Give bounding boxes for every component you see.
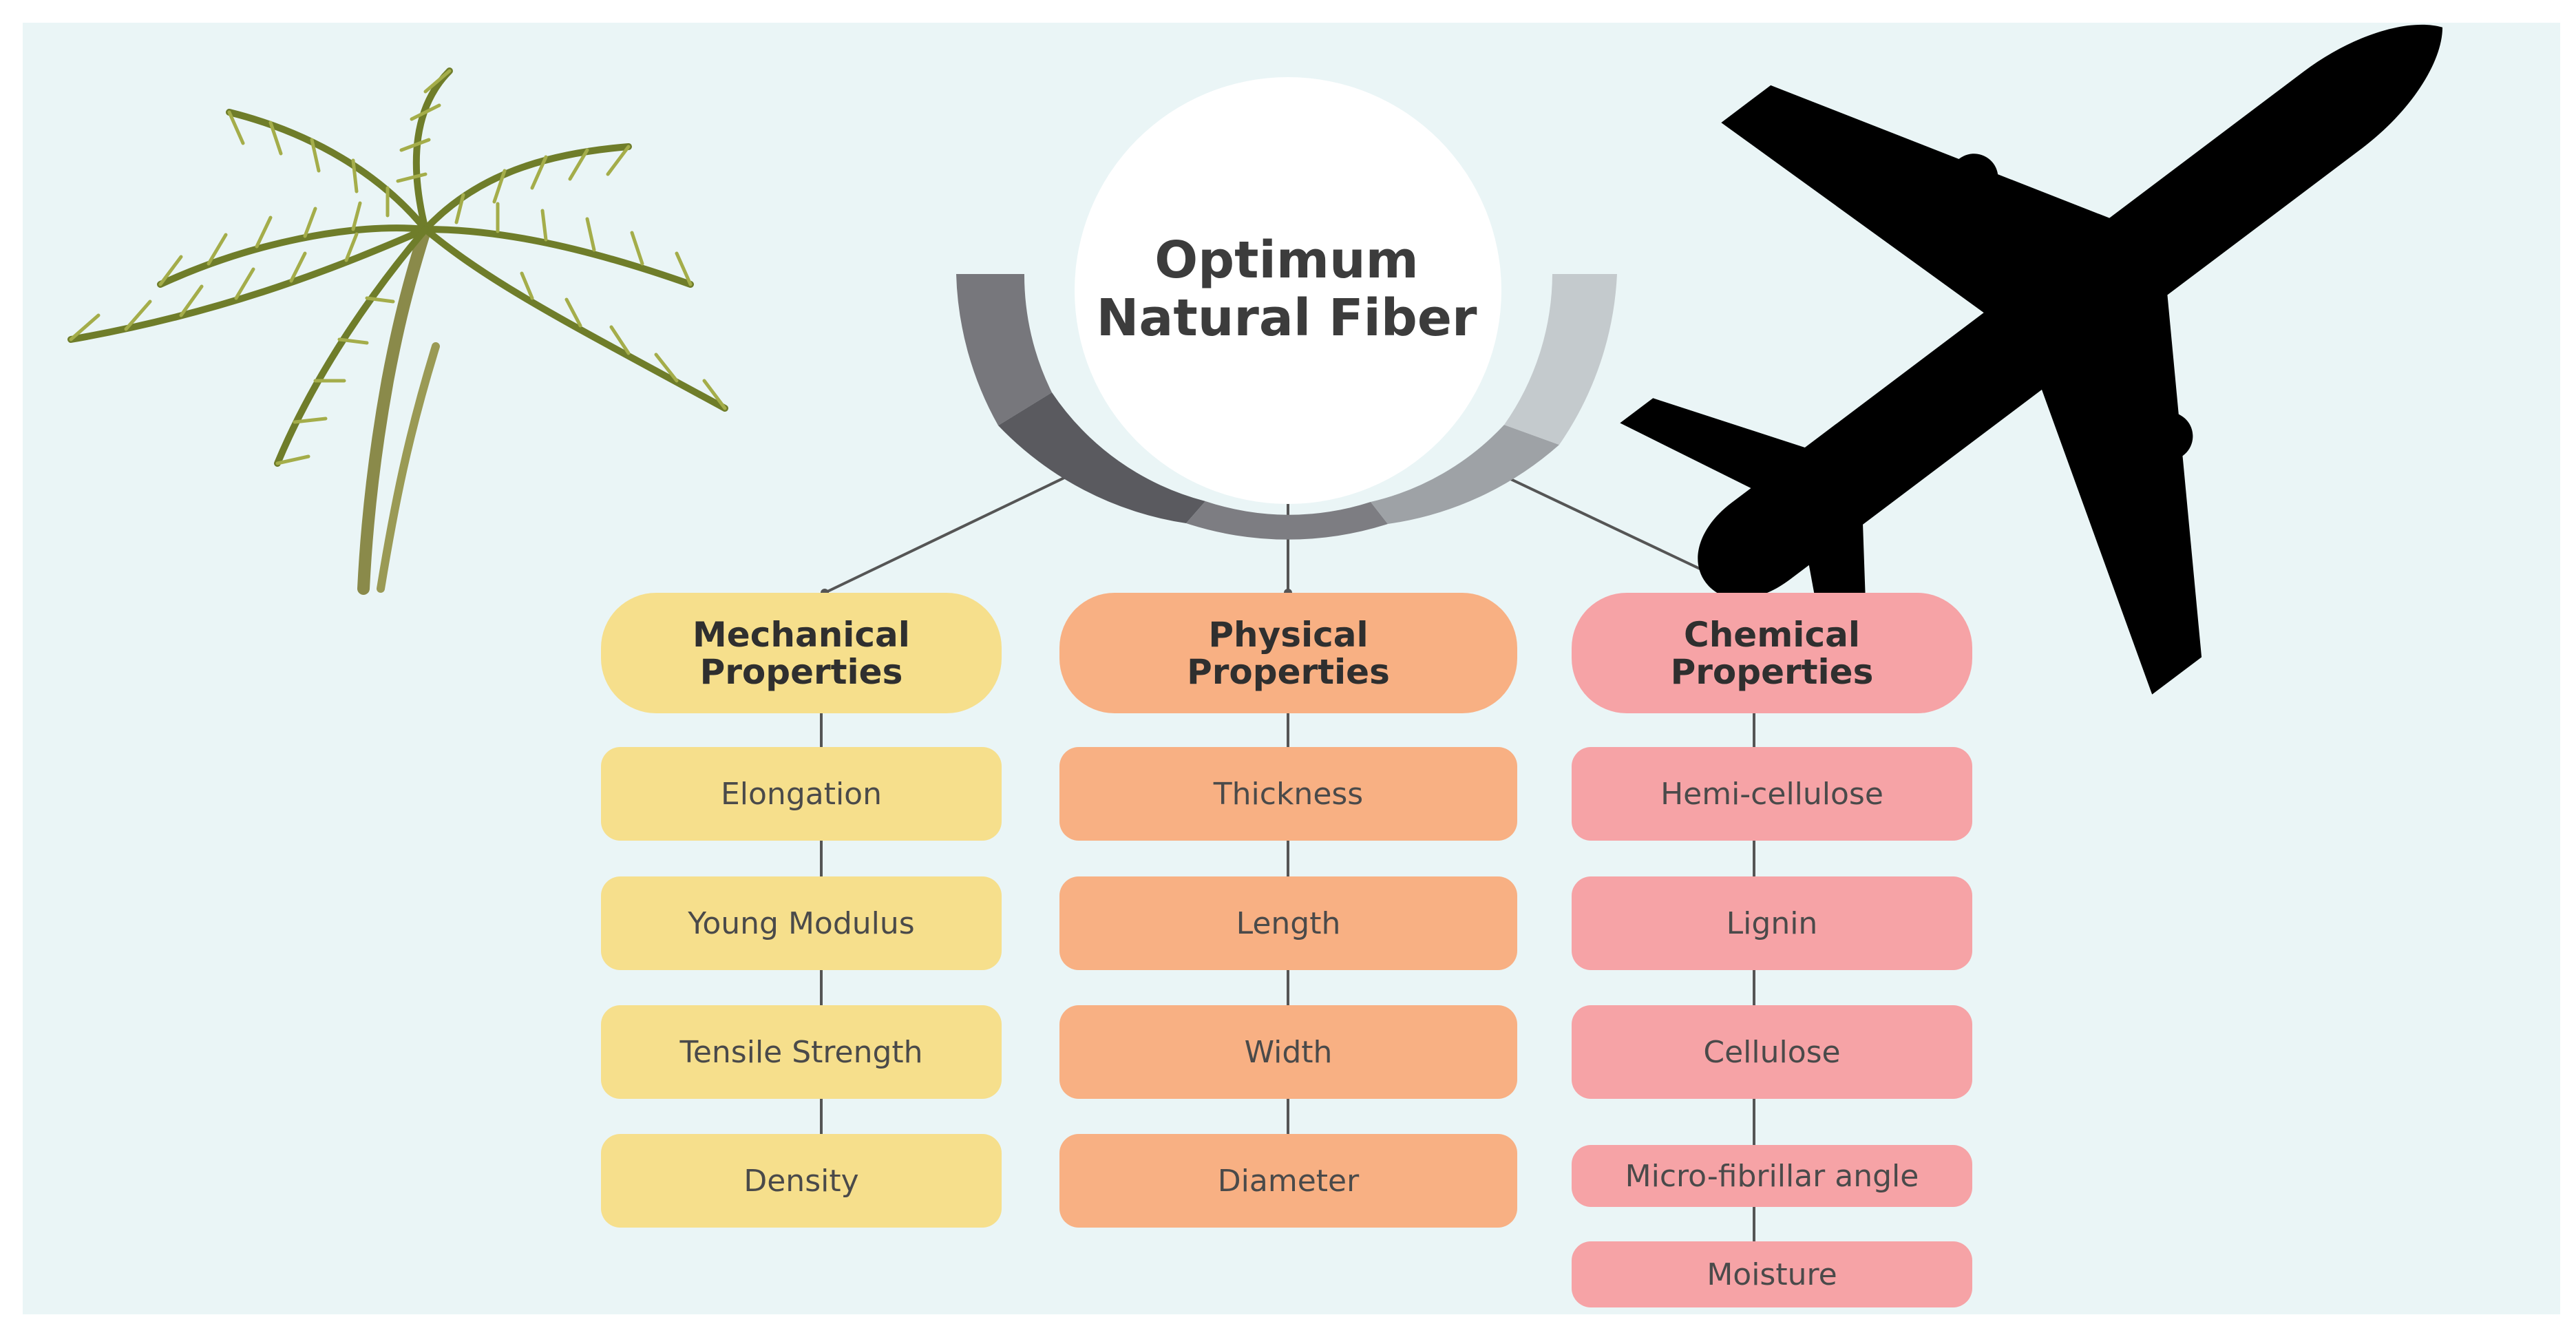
- chemical-item-moisture: Moisture: [1572, 1241, 1972, 1307]
- chemical-header-line2: Properties: [1670, 651, 1874, 692]
- chemical-item-lignin: Lignin: [1572, 876, 1972, 970]
- chemical-header-line1: Chemical: [1684, 614, 1860, 655]
- chemical-item-hemi-cellulose: Hemi-cellulose: [1572, 747, 1972, 841]
- hub-circle: [1075, 77, 1501, 504]
- hub-ring: [956, 274, 1617, 540]
- mechanical-item-tensile-strength: Tensile Strength: [601, 1005, 1002, 1099]
- physical-header-line1: Physical: [1208, 614, 1369, 655]
- mechanical-header-line1: Mechanical: [693, 614, 910, 655]
- mechanical-header-line2: Properties: [699, 651, 903, 692]
- mechanical-item-elongation: Elongation: [601, 747, 1002, 841]
- physical-item-length: Length: [1059, 876, 1517, 970]
- mechanical-item-young-modulus: Young Modulus: [601, 876, 1002, 970]
- physical-item-diameter: Diameter: [1059, 1134, 1517, 1228]
- chemical-item-micro-fibrillar-angle: Micro-fibrillar angle: [1572, 1145, 1972, 1207]
- chemical-item-cellulose: Cellulose: [1572, 1005, 1972, 1099]
- physical-item-thickness: Thickness: [1059, 747, 1517, 841]
- diagram-art: [67, 24, 2443, 1248]
- mechanical-item-density: Density: [601, 1134, 1002, 1228]
- connectors: [820, 467, 1755, 1248]
- central-topic-line1: Optimum: [1154, 231, 1419, 290]
- central-topic-line2: Natural Fiber: [1096, 288, 1477, 348]
- central-topic: Optimum Natural Fiber: [1018, 96, 1555, 482]
- airplane-icon: [1620, 24, 2443, 709]
- physical-header-line2: Properties: [1187, 651, 1390, 692]
- physical-item-width: Width: [1059, 1005, 1517, 1099]
- palm-tree-icon: [67, 67, 728, 595]
